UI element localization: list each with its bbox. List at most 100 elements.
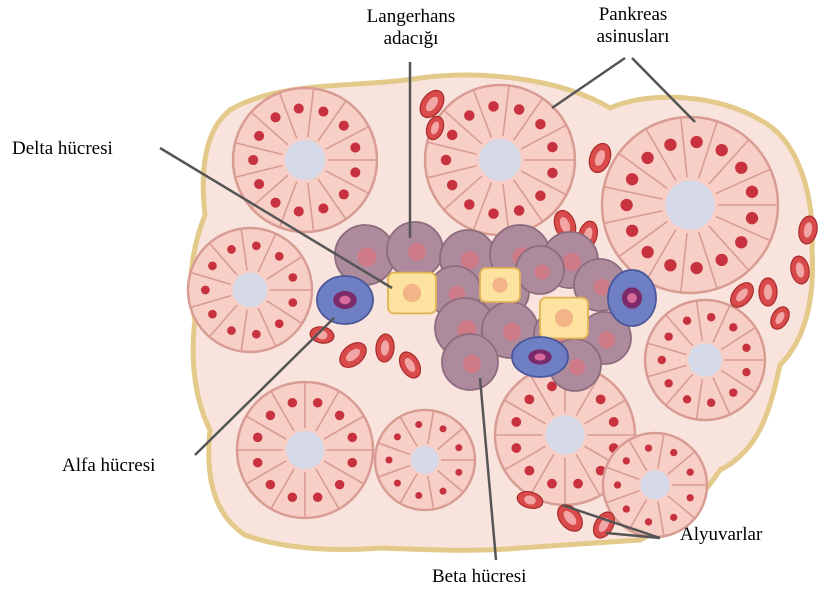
acinar-nucleus xyxy=(415,421,422,428)
acinar-nucleus xyxy=(394,480,401,487)
acinar-nucleus xyxy=(350,143,360,153)
acinar-nucleus xyxy=(626,173,638,185)
acinar-nucleus xyxy=(623,505,630,512)
acinar-nucleus xyxy=(524,466,534,476)
acinar-nucleus xyxy=(664,332,672,340)
red-blood-cell xyxy=(759,278,777,306)
acinar-nucleus xyxy=(547,142,558,153)
acinar-nucleus xyxy=(227,326,236,335)
alfa-cell xyxy=(317,276,373,324)
acinar-nucleus xyxy=(514,205,525,216)
delta-cell xyxy=(540,298,588,339)
pankreas-label-line1: Pankreas xyxy=(578,4,688,26)
acinar-nucleus xyxy=(690,262,702,274)
acinar-nucleus xyxy=(313,398,323,408)
acinar-nucleus xyxy=(339,189,349,199)
acinar-nucleus xyxy=(742,344,750,352)
acinar-nucleus xyxy=(415,492,422,499)
acinar-nucleus xyxy=(464,199,475,210)
acinus xyxy=(237,382,373,518)
acinus-lumen xyxy=(545,415,584,454)
delta-cell xyxy=(388,273,436,314)
acinar-nucleus xyxy=(201,286,210,295)
acinus-lumen xyxy=(233,273,268,308)
acinar-nucleus xyxy=(623,457,630,464)
acinar-nucleus xyxy=(227,245,236,254)
acinar-nucleus xyxy=(252,330,261,339)
acinar-nucleus xyxy=(441,155,452,166)
acinar-nucleus xyxy=(318,106,328,116)
langerhans-label-line2: adacığı xyxy=(348,28,474,50)
acinar-nucleus xyxy=(511,443,521,453)
acinar-nucleus xyxy=(271,112,281,122)
acinar-nucleus xyxy=(455,444,462,451)
acinar-nucleus xyxy=(683,317,691,325)
acinus-lumen xyxy=(640,470,669,499)
acinar-nucleus xyxy=(742,368,750,376)
acinar-nucleus xyxy=(626,225,638,237)
acinar-nucleus xyxy=(658,356,666,364)
acinus-lumen xyxy=(411,446,439,474)
alfa-cell xyxy=(512,337,568,377)
acinar-nucleus xyxy=(729,388,737,396)
acinar-nucleus xyxy=(488,208,499,219)
acinar-nucleus xyxy=(664,259,676,271)
acinar-nucleus xyxy=(288,493,298,503)
acinar-nucleus xyxy=(318,203,328,213)
acinar-nucleus xyxy=(348,433,358,443)
acinar-nucleus xyxy=(746,212,758,224)
acinar-nucleus xyxy=(645,444,652,451)
acinar-nucleus xyxy=(288,398,298,408)
acinus xyxy=(233,88,377,232)
acinar-nucleus xyxy=(690,136,702,148)
acinar-nucleus xyxy=(707,313,715,321)
acinar-nucleus xyxy=(288,273,297,282)
acinar-nucleus xyxy=(596,394,606,404)
acinar-nucleus xyxy=(252,241,261,250)
acinar-nucleus xyxy=(535,191,546,202)
acinar-nucleus xyxy=(524,394,534,404)
alfa-cell xyxy=(608,270,656,326)
delta-label: Delta hücresi xyxy=(12,138,113,160)
acinar-nucleus xyxy=(447,130,458,141)
acinar-nucleus xyxy=(664,139,676,151)
acinar-nucleus xyxy=(386,457,393,464)
pankreas-label: Pankreas asinusları xyxy=(578,4,688,48)
acinar-nucleus xyxy=(350,167,360,177)
beta-cell xyxy=(442,334,498,390)
acinar-nucleus xyxy=(275,319,284,328)
acinar-nucleus xyxy=(275,252,284,261)
acinar-nucleus xyxy=(641,152,653,164)
acinus-lumen xyxy=(688,343,722,377)
acinar-nucleus xyxy=(266,480,276,490)
acinar-nucleus xyxy=(208,310,217,319)
acinar-nucleus xyxy=(729,323,737,331)
langerhans-label: Langerhans adacığı xyxy=(348,6,474,50)
acinar-nucleus xyxy=(645,518,652,525)
acinar-nucleus xyxy=(266,411,276,421)
acinar-nucleus xyxy=(394,433,401,440)
acinar-nucleus xyxy=(670,449,677,456)
acinus xyxy=(375,410,475,510)
acinar-nucleus xyxy=(313,493,323,503)
acinar-nucleus xyxy=(440,425,447,432)
acinar-nucleus xyxy=(339,121,349,131)
delta-cell xyxy=(480,268,520,302)
alyuvar-label: Alyuvarlar xyxy=(680,524,762,546)
acinar-nucleus xyxy=(707,399,715,407)
acinus-lumen xyxy=(665,180,714,229)
acinar-nucleus xyxy=(447,180,458,191)
acinar-nucleus xyxy=(254,179,264,189)
acinar-nucleus xyxy=(253,433,263,443)
acinar-nucleus xyxy=(746,186,758,198)
beta-cell xyxy=(387,222,443,278)
acinar-nucleus xyxy=(687,469,694,476)
pankreas-label-line2: asinusları xyxy=(578,26,688,48)
acinar-nucleus xyxy=(335,411,345,421)
acinar-nucleus xyxy=(294,206,304,216)
acinus xyxy=(188,228,312,352)
acinus-lumen xyxy=(285,140,325,180)
acinar-nucleus xyxy=(248,155,258,165)
langerhans-label-line1: Langerhans xyxy=(348,6,474,28)
